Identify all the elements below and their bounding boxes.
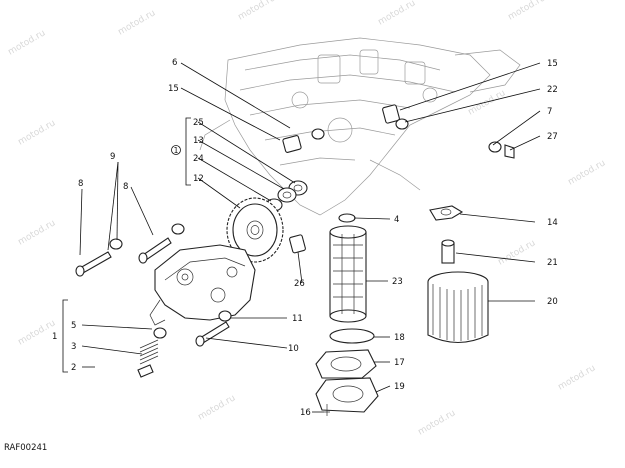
group-symbol-circle: [171, 145, 181, 155]
watermark-text: motod.ru: [17, 118, 58, 147]
o-ring-part: [311, 128, 325, 140]
relief-valve: [137, 339, 159, 378]
callout-15: 15: [168, 84, 179, 94]
callout-2: 2: [71, 363, 76, 373]
callout-3: 3: [71, 342, 76, 352]
filter-screen: [329, 213, 367, 323]
crankcase-drawing: [199, 37, 521, 216]
callout-22: 22: [547, 85, 558, 95]
callout-11: 11: [292, 314, 303, 324]
watermark-text: motod.ru: [237, 0, 278, 23]
leader-lines: [79, 62, 541, 413]
watermark-text: motod.ru: [557, 363, 598, 392]
oil-passage-parts: [282, 104, 515, 159]
watermark-text: motod.ru: [417, 408, 458, 437]
pump-bolts: [75, 223, 232, 347]
callout-13: 13: [193, 136, 204, 146]
watermark-text: motod.ru: [7, 28, 48, 57]
gear-washers: [265, 180, 308, 212]
plug-part: [504, 144, 515, 159]
callout-14: 14: [547, 218, 558, 228]
washer-part: [488, 141, 502, 153]
oil-pump-body: [149, 244, 256, 339]
callout-27: 27: [547, 132, 558, 142]
filter-o-ring: [329, 328, 375, 344]
callout-4: 4: [394, 215, 399, 225]
callout-23: 23: [392, 277, 403, 287]
callout-8: 8: [123, 182, 128, 192]
callout-25: 25: [193, 118, 204, 128]
watermark-text: motod.ru: [497, 238, 538, 267]
o-ring-part: [395, 118, 409, 130]
watermark-text: motod.ru: [567, 158, 608, 187]
callout-12: 12: [193, 174, 204, 184]
oil-filter-assembly: [427, 205, 489, 343]
dowel-pin: [289, 234, 306, 254]
group-bracket: [185, 117, 191, 186]
callout-15: 15: [547, 59, 558, 69]
watermark-layer: motod.ru motod.ru motod.ru motod.ru moto…: [7, 0, 608, 438]
callout-16: 16: [300, 408, 311, 418]
callout-17: 17: [394, 358, 405, 368]
sleeve-part: [382, 104, 400, 124]
callout-19: 19: [394, 382, 405, 392]
callout-7: 7: [547, 107, 552, 117]
cover-gaskets: [315, 349, 379, 416]
watermark-text: motod.ru: [17, 218, 58, 247]
callout-21: 21: [547, 258, 558, 268]
callout-20: 20: [547, 297, 558, 307]
watermark-text: motod.ru: [507, 0, 548, 23]
callout-24: 24: [193, 154, 204, 164]
drawing-reference-code: RAF00241: [4, 443, 47, 453]
callout-8: 8: [78, 179, 83, 189]
callout-10: 10: [288, 344, 299, 354]
sleeve-part: [282, 135, 302, 153]
group-bracket: [62, 299, 68, 373]
callout-26: 26: [294, 279, 305, 289]
watermark-text: motod.ru: [197, 393, 238, 422]
callout-5: 5: [71, 321, 76, 331]
callout-labels: 6 15 25 13 24 12 9 8 8 15 22 7 27 4 14 2…: [52, 58, 558, 418]
callout-1: 1: [52, 332, 57, 342]
washer-part: [277, 187, 297, 203]
watermark-text: motod.ru: [117, 8, 158, 37]
callout-9: 9: [110, 152, 115, 162]
watermark-text: motod.ru: [377, 0, 418, 28]
group-symbol-label: 1: [174, 146, 179, 155]
callout-18: 18: [394, 333, 405, 343]
callout-6: 6: [172, 58, 177, 68]
oil-pump-gear: [226, 197, 284, 263]
